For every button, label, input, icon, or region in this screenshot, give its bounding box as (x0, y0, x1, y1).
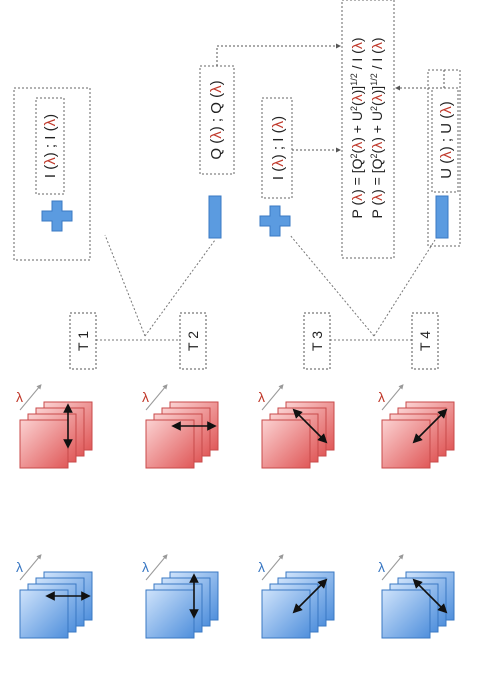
wavelength-arrow-icon (19, 554, 42, 581)
formula-line-2: P (λ) = [Q2(λ) + U2(λ)]1/2 / I (λ) (369, 37, 385, 218)
plate (145, 419, 195, 469)
wavelength-arrow-icon (145, 554, 168, 581)
t3-label: T 3 (309, 331, 325, 351)
blue-stack-1: λ (16, 554, 93, 639)
plate (261, 589, 311, 639)
wavelength-arrow-icon (145, 384, 168, 411)
lambda-label: λ (16, 389, 23, 405)
t4-box: T 4 (411, 312, 439, 370)
polarization-arrow-icon (292, 408, 328, 444)
wavelength-arrow-icon (19, 384, 42, 411)
red-stack-4: λ (378, 384, 455, 469)
wavelength-arrow-icon (381, 554, 404, 581)
lambda-label: λ (258, 389, 265, 405)
wavelength-arrow-icon (261, 554, 284, 581)
plate (381, 419, 431, 469)
lambda-label: λ (142, 559, 149, 575)
plate (19, 589, 69, 639)
lambda-label: λ (142, 389, 149, 405)
measurement-2-label: Q (λ) ; Q (λ) (208, 80, 225, 159)
measurement-4-label: U (λ) ; U (λ) (438, 101, 455, 179)
t3-box: T 3 (303, 312, 331, 370)
measurement-4: U (λ) ; U (λ) (427, 69, 461, 247)
bar-icon (435, 195, 449, 239)
t-connectors (96, 234, 436, 341)
formula-box: P (λ) = [Q2(λ) + U2(λ)]1/2 / I (λ) P (λ)… (341, 0, 395, 259)
blue-stack-4: λ (378, 554, 455, 639)
measurement-1: I (λ) ; I (λ) (13, 87, 91, 261)
t1-box: T 1 (69, 312, 97, 370)
t2-label: T 2 (185, 331, 201, 351)
cross-icon (259, 205, 291, 237)
red-stack-3: λ (258, 384, 335, 469)
bar-icon (208, 195, 222, 239)
lambda-label: λ (258, 559, 265, 575)
red-stack-2: λ (142, 384, 219, 469)
polarizer-stacks: λ λ λ λ λ λ λ λ (16, 384, 455, 639)
plate (145, 589, 195, 639)
measurement-1-label: I (λ) ; I (λ) (42, 114, 59, 178)
lambda-label: λ (378, 559, 385, 575)
polarization-arrow-icon (412, 408, 448, 444)
polarization-arrow-icon (292, 578, 328, 614)
measurement-2: Q (λ) ; Q (λ) (199, 65, 235, 239)
formula-arrows (216, 43, 445, 153)
plate (261, 419, 311, 469)
measurement-3: I (λ) ; I (λ) (259, 97, 293, 237)
lambda-label: λ (16, 559, 23, 575)
blue-stack-2: λ (142, 554, 219, 639)
lambda-label: λ (378, 389, 385, 405)
t2-box: T 2 (179, 312, 207, 370)
formula-line-1: P (λ) = [Q2(λ) + U2(λ)]1/2 / I (λ) (349, 37, 365, 218)
cross-icon (41, 200, 73, 232)
plate (381, 589, 431, 639)
blue-stack-3: λ (258, 554, 335, 639)
red-stack-1: λ (16, 384, 93, 469)
t1-label: T 1 (75, 331, 91, 351)
plate (19, 419, 69, 469)
measurement-3-label: I (λ) ; I (λ) (270, 116, 287, 180)
wavelength-arrow-icon (381, 384, 404, 411)
wavelength-arrow-icon (261, 384, 284, 411)
t4-label: T 4 (417, 331, 433, 351)
polarization-arrow-icon (412, 578, 448, 614)
